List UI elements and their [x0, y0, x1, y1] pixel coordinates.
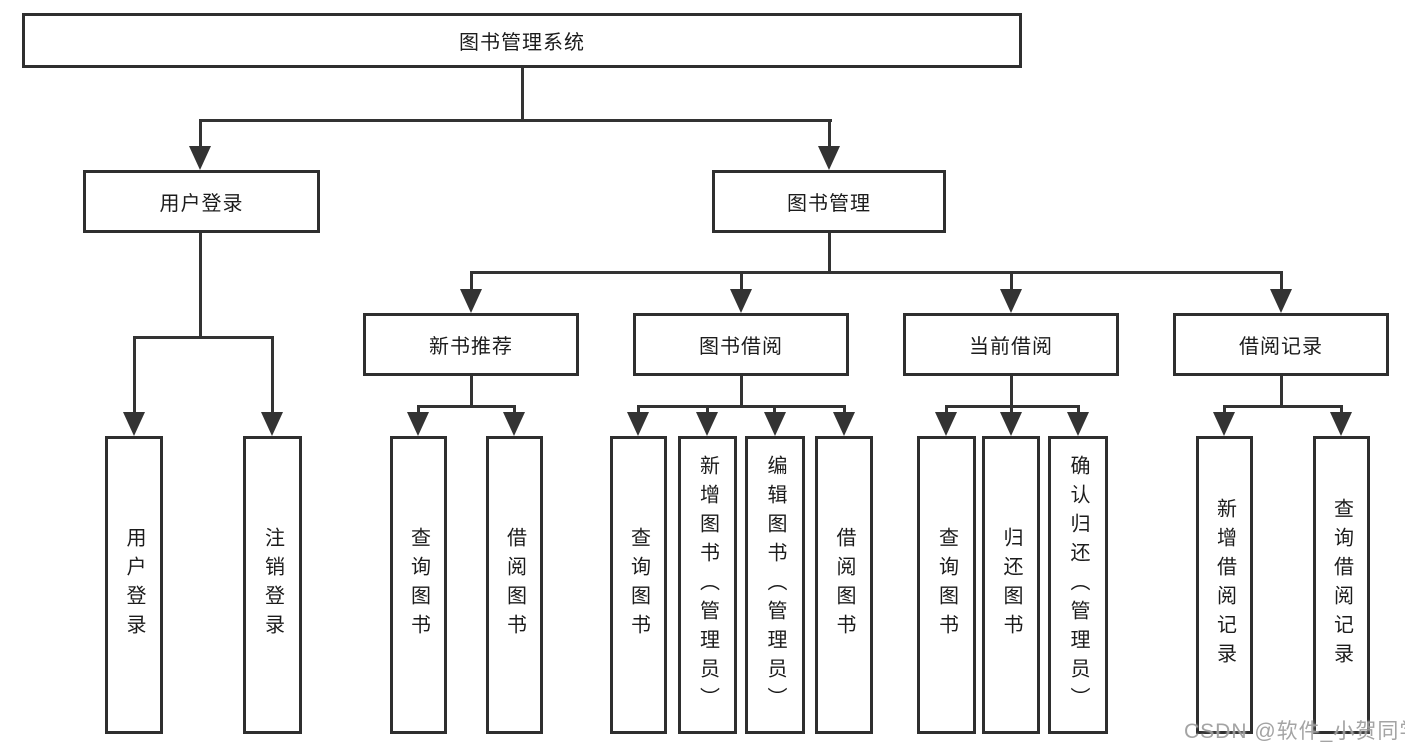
arrowhead-down-icon: [407, 412, 429, 436]
arrowhead-down-icon: [261, 412, 283, 436]
leaf-current-confirm-return-admin: 确认归还（管理员）: [1048, 436, 1108, 734]
leaf-recommend-borrow-books: 借阅图书: [486, 436, 543, 734]
connector-line: [521, 68, 524, 122]
leaf-logout: 注销登录: [243, 436, 302, 734]
arrowhead-down-icon: [1000, 412, 1022, 436]
connector-line: [1223, 405, 1343, 408]
connector-line: [271, 339, 274, 414]
connector-line: [740, 274, 743, 293]
arrowhead-down-icon: [503, 412, 525, 436]
arrowhead-down-icon: [1067, 412, 1089, 436]
csdn-watermark: CSDN @软件_小贺同学: [1184, 720, 1405, 743]
connector-line: [828, 233, 831, 274]
arrowhead-down-icon: [189, 146, 211, 170]
arrowhead-down-icon: [935, 412, 957, 436]
arrowhead-down-icon: [1270, 289, 1292, 313]
node-current-borrow: 当前借阅: [903, 313, 1119, 376]
connector-line: [470, 274, 473, 293]
node-user-login: 用户登录: [83, 170, 320, 233]
connector-line: [199, 122, 202, 150]
connector-line: [133, 339, 136, 414]
connector-line: [1010, 376, 1013, 408]
leaf-recommend-query-books: 查询图书: [390, 436, 447, 734]
node-book-management: 图书管理: [712, 170, 946, 233]
connector-line: [133, 336, 274, 339]
arrowhead-down-icon: [764, 412, 786, 436]
arrowhead-down-icon: [730, 289, 752, 313]
connector-line: [945, 405, 1080, 408]
arrowhead-down-icon: [460, 289, 482, 313]
arrowhead-down-icon: [833, 412, 855, 436]
leaf-records-add-record: 新增借阅记录: [1196, 436, 1253, 734]
leaf-current-return-books: 归还图书: [982, 436, 1040, 734]
connector-line: [1280, 376, 1283, 408]
connector-line: [1280, 274, 1283, 293]
connector-line: [199, 233, 202, 339]
connector-line: [199, 119, 832, 122]
arrowhead-down-icon: [1213, 412, 1235, 436]
leaf-records-query-record: 查询借阅记录: [1313, 436, 1370, 734]
connector-line: [470, 271, 1283, 274]
node-root-library-system: 图书管理系统: [22, 13, 1022, 68]
leaf-borrow-query-books: 查询图书: [610, 436, 667, 734]
arrowhead-down-icon: [818, 146, 840, 170]
arrowhead-down-icon: [123, 412, 145, 436]
leaf-user-login: 用户登录: [105, 436, 163, 734]
connector-line: [637, 405, 846, 408]
connector-line: [417, 405, 516, 408]
arrowhead-down-icon: [1000, 289, 1022, 313]
node-book-borrow: 图书借阅: [633, 313, 849, 376]
connector-line: [470, 376, 473, 408]
leaf-borrow-add-books-admin: 新增图书（管理员）: [678, 436, 737, 734]
arrowhead-down-icon: [627, 412, 649, 436]
node-new-book-recommend: 新书推荐: [363, 313, 579, 376]
leaf-current-query-books: 查询图书: [917, 436, 976, 734]
leaf-borrow-borrow-books: 借阅图书: [815, 436, 873, 734]
connector-line: [740, 376, 743, 408]
leaf-borrow-edit-books-admin: 编辑图书（管理员）: [745, 436, 805, 734]
arrowhead-down-icon: [1330, 412, 1352, 436]
node-borrow-records: 借阅记录: [1173, 313, 1389, 376]
connector-line: [1010, 274, 1013, 293]
arrowhead-down-icon: [696, 412, 718, 436]
connector-line: [828, 122, 831, 150]
